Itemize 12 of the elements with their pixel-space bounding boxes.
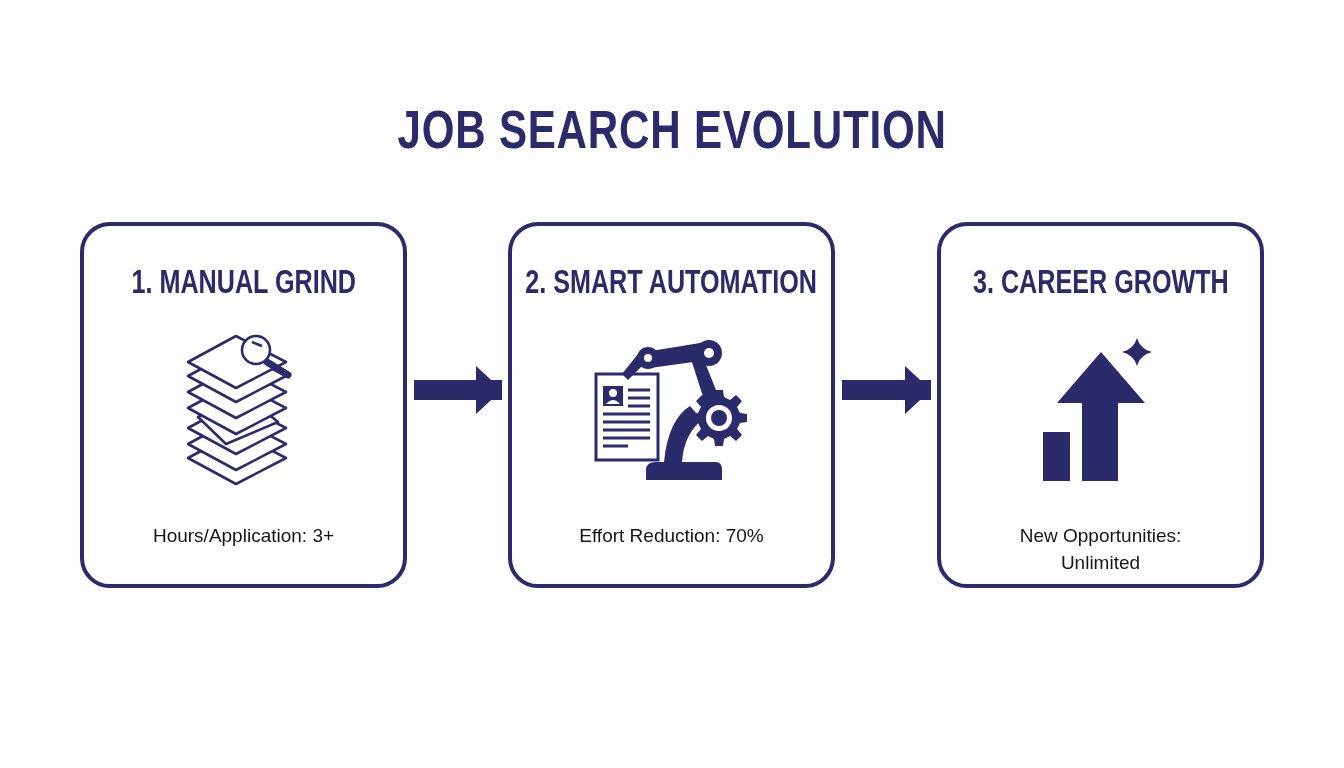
diagram-title: JOB SEARCH EVOLUTION	[397, 98, 947, 160]
step-metric: Effort Reduction: 70%	[578, 524, 765, 548]
step-card	[80, 222, 407, 588]
step-heading: 2. SMART AUTOMATION	[525, 262, 818, 301]
block-arrow	[414, 366, 502, 414]
step-card	[508, 222, 835, 588]
step-card	[937, 222, 1264, 588]
step-metric: Hours/Application: 3+	[151, 524, 336, 548]
step-heading: 1. MANUAL GRIND	[131, 262, 356, 301]
step-heading: 3. CAREER GROWTH	[972, 262, 1229, 301]
block-arrow	[842, 366, 931, 414]
step-metric: New Opportunities: Unlimited	[1018, 524, 1183, 575]
